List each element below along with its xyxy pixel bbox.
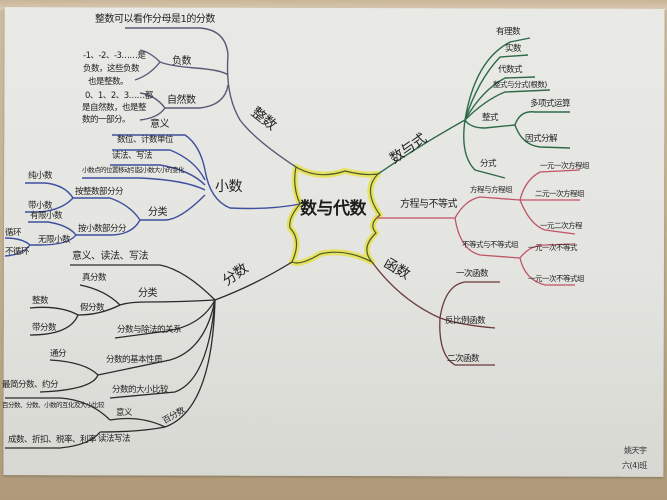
- expressions-algebraic: 代数式: [498, 65, 523, 75]
- negative-note-2: 负数，这些负数: [83, 64, 140, 74]
- natural-note-3: 数的一部分。: [82, 115, 131, 125]
- expressions-factorization: 因式分解: [525, 134, 558, 144]
- branch-decimals-title: 小数: [215, 179, 243, 195]
- branch-lines-decimals: [4, 134, 301, 257]
- decimals-by-decimal-part: 按小数部分分: [78, 224, 127, 234]
- fractions-proper: 真分数: [82, 273, 107, 283]
- decimals-classification: 分类: [148, 207, 168, 218]
- branch-lines-fractions: [5, 261, 293, 449]
- negative-note-3: 也是整数。: [88, 77, 129, 87]
- fractions-size-compare: 分数的大小比较: [112, 385, 169, 395]
- decimals-finite: 有限小数: [30, 211, 63, 221]
- decimals-meaning: 意义: [150, 119, 170, 130]
- equations-linear-one-system: 一元一次方程组: [540, 161, 590, 170]
- expressions-polynomial-ops: 多项式运算: [530, 99, 571, 109]
- decimals-infinite: 无限小数: [38, 235, 71, 245]
- expressions-polynomial: 整式: [482, 113, 499, 123]
- decimals-place-value: 数位、计数单位: [117, 135, 174, 145]
- functions-quadratic: 二次函数: [447, 354, 480, 364]
- percent-conversion: 百分数、分数、小数的互化及大小比较: [2, 401, 105, 409]
- branch-lines-equations: [376, 169, 581, 286]
- decimals-pure: 纯小数: [28, 171, 53, 181]
- expressions-polynomial-fraction: 整式与分式(根数): [493, 80, 547, 89]
- decimals-mixed: 带小数: [28, 201, 53, 211]
- fractions-whole: 整数: [32, 296, 49, 306]
- decimals-by-integer-part: 按整数部分分: [75, 187, 124, 197]
- fractions-division-relation: 分数与除法的关系: [117, 325, 182, 335]
- inequalities-systems: 不等式与不等式组: [462, 240, 519, 249]
- center-node-title: 数与代数: [300, 199, 367, 219]
- fractions-common-denominator: 通分: [50, 349, 67, 359]
- fractions-improper: 假分数: [80, 303, 105, 313]
- integers-negative: 负数: [172, 56, 192, 67]
- expressions-rational: 有理数: [496, 27, 521, 37]
- equations-quadratic: 一元二次方程: [540, 221, 583, 230]
- fractions-classification: 分类: [138, 288, 158, 299]
- percent-meaning: 意义: [116, 408, 133, 418]
- functions-inverse-proportional: 反比例函数: [445, 316, 486, 326]
- fractions-basic-property: 分数的基本性质: [106, 355, 163, 365]
- natural-note-1: 0、1、2、3……都: [85, 91, 153, 101]
- decimals-repeating: 循环: [5, 228, 22, 238]
- branch-lines-integers: [125, 27, 297, 168]
- expressions-fractional: 分式: [480, 159, 497, 169]
- equations-linear-two-system: 二元一次方程组: [535, 189, 585, 198]
- decimals-point-move: 小数点的位置移动引起小数大小的变化: [82, 166, 185, 174]
- functions-linear: 一次函数: [456, 269, 489, 279]
- natural-note-2: 是自然数，也是整: [82, 103, 147, 113]
- fractions-meaning: 意义、读法、写法: [72, 251, 149, 262]
- inequalities-linear-system: 一元一次不等式组: [528, 274, 585, 283]
- negative-note-1: -1、-2、-3……是: [83, 51, 146, 61]
- expressions-real: 实数: [505, 44, 522, 54]
- branch-equations-title: 方程与不等式: [400, 199, 458, 210]
- integers-fraction-note: 整数可以看作分母是1的分数: [95, 14, 215, 25]
- decimals-non-repeating: 不循环: [5, 247, 30, 257]
- branch-lines-functions: [371, 261, 500, 366]
- percent-applications: 成数、折扣、税率、利率: [8, 435, 97, 445]
- integers-natural: 自然数: [167, 95, 196, 106]
- equations-systems: 方程与方程组: [470, 185, 513, 194]
- percent-read-write: 读法写法: [98, 434, 131, 444]
- signature-name: 姚天宇: [624, 446, 647, 455]
- decimals-read-write: 读法、写法: [112, 151, 153, 161]
- fractions-simplest-reduce: 最简分数、约分: [2, 380, 59, 390]
- inequalities-linear: 一元一次不等式: [528, 243, 578, 252]
- branch-lines-expressions: [377, 37, 571, 179]
- fractions-mixed: 带分数: [32, 323, 57, 333]
- signature-class: 六(4)班: [622, 461, 647, 470]
- table-edge-top: [0, 0, 667, 10]
